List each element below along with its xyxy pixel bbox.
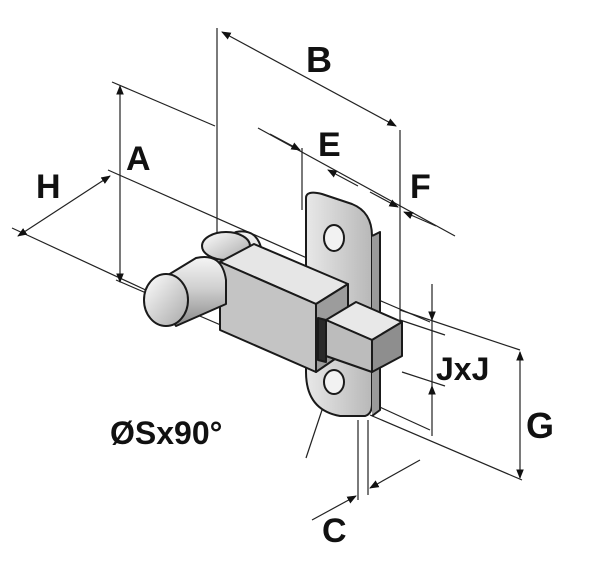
dimension-lines	[11, 28, 524, 521]
plate-hole-top	[323, 224, 345, 252]
label-s: ØSx90°	[110, 415, 222, 451]
label-h: H	[36, 168, 61, 206]
label-jxj: JxJ	[436, 351, 489, 387]
label-e: E	[318, 126, 341, 164]
label-g: G	[526, 405, 554, 446]
dimension-labels: B A H E F JxJ G C ØSx90°	[36, 39, 554, 550]
label-c: C	[322, 512, 347, 550]
label-a: A	[126, 140, 151, 178]
bolt-side	[371, 321, 403, 373]
label-b: B	[306, 39, 332, 80]
latch-part	[143, 191, 403, 417]
label-f: F	[410, 168, 431, 206]
knob-cap	[143, 273, 189, 327]
plate-hole-bottom	[323, 369, 345, 395]
